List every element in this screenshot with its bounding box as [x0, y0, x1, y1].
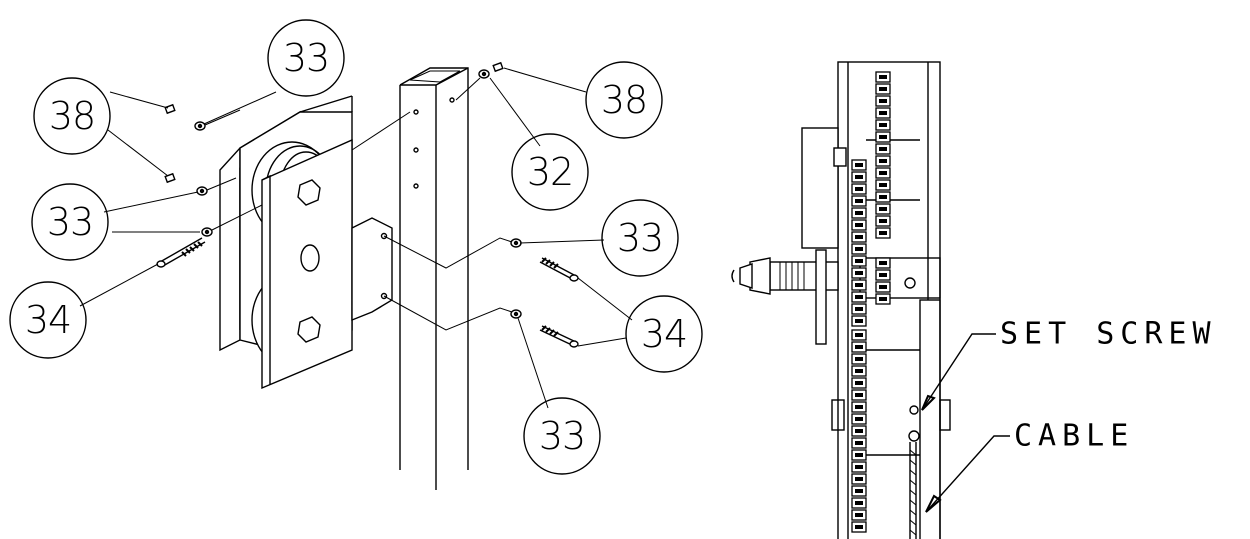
chain-pin	[855, 319, 863, 323]
callout-34-right: 34	[625, 295, 703, 373]
cable-label: CABLE	[1014, 419, 1134, 454]
callout-34-left: 34	[9, 281, 87, 359]
chain-pin	[855, 489, 863, 493]
chain-pin	[855, 163, 863, 167]
callout-33-top-text: 33	[283, 36, 329, 80]
chain-pin	[855, 513, 863, 517]
chain-pin	[855, 369, 863, 373]
callout-34-right-text: 34	[641, 312, 687, 356]
chain-pin	[855, 453, 863, 457]
chain-pin	[855, 295, 863, 299]
chain-pin	[879, 231, 887, 235]
chain-pin	[855, 393, 863, 397]
drive-chains	[851, 71, 891, 533]
callout-33-right-bottom-text: 33	[539, 414, 585, 458]
chain-pin	[879, 111, 887, 115]
chain-pin	[879, 135, 887, 139]
callout-38-right: 38	[585, 61, 663, 139]
chain-pin	[855, 525, 863, 529]
chain-pin	[855, 381, 863, 385]
chain-pin	[855, 211, 863, 215]
chain-pin	[855, 235, 863, 239]
left-hardware	[156, 103, 411, 268]
chain-pin	[879, 285, 887, 289]
chain-pin	[879, 75, 887, 79]
chain-pin	[855, 441, 863, 445]
chain-pin	[879, 273, 887, 277]
chain-pin	[855, 283, 863, 287]
chain-pin	[879, 123, 887, 127]
chain-pin	[855, 501, 863, 505]
callout-38-right-text: 38	[601, 78, 647, 122]
chain-pin	[855, 345, 863, 349]
callout-38-left-text: 38	[49, 94, 95, 138]
chain-pin	[855, 477, 863, 481]
chain-pin	[855, 187, 863, 191]
square-post	[399, 67, 469, 490]
callout-34-left-text: 34	[25, 298, 71, 342]
chain-pin	[855, 247, 863, 251]
chain-pin	[879, 159, 887, 163]
chain-pin	[855, 405, 863, 409]
side-view-assembly	[731, 61, 951, 539]
callout-33-left: 33	[31, 183, 109, 261]
callout-33-right-bottom: 33	[523, 397, 601, 475]
callout-38-left: 38	[33, 77, 111, 155]
chain-pin	[855, 465, 863, 469]
chain-pin	[879, 261, 887, 265]
chain-pin	[855, 223, 863, 227]
callout-33-left-text: 33	[47, 200, 93, 244]
set-screw-label: SET SCREW	[1000, 317, 1217, 352]
chain-pin	[879, 207, 887, 211]
chain-pin	[855, 333, 863, 337]
callout-32: 32	[511, 133, 589, 211]
chain-pin	[855, 259, 863, 263]
chain-pin	[879, 87, 887, 91]
chain-pin	[855, 357, 863, 361]
callout-32-text: 32	[527, 150, 573, 194]
chain-pin	[855, 429, 863, 433]
chain-pin	[879, 99, 887, 103]
roller-carriage	[219, 95, 393, 390]
callout-33-top: 33	[267, 19, 345, 97]
set-screw-leader	[921, 333, 996, 411]
chain-pin	[879, 171, 887, 175]
chain-pin	[879, 183, 887, 187]
set-screw	[908, 405, 920, 442]
chain-pin	[879, 147, 887, 151]
chain-pin	[855, 307, 863, 311]
chain-pin	[855, 175, 863, 179]
leader-lines	[79, 67, 633, 409]
cable	[909, 442, 917, 539]
chain-pin	[879, 195, 887, 199]
chain-pin	[879, 219, 887, 223]
chain-pin	[855, 417, 863, 421]
right-hardware	[383, 61, 579, 348]
callout-33-right-top: 33	[601, 199, 679, 277]
callout-33-right-top-text: 33	[617, 216, 663, 260]
cable-leader	[925, 435, 1010, 513]
chain-pin	[855, 199, 863, 203]
chain-pin	[879, 297, 887, 301]
chain-pin	[855, 271, 863, 275]
